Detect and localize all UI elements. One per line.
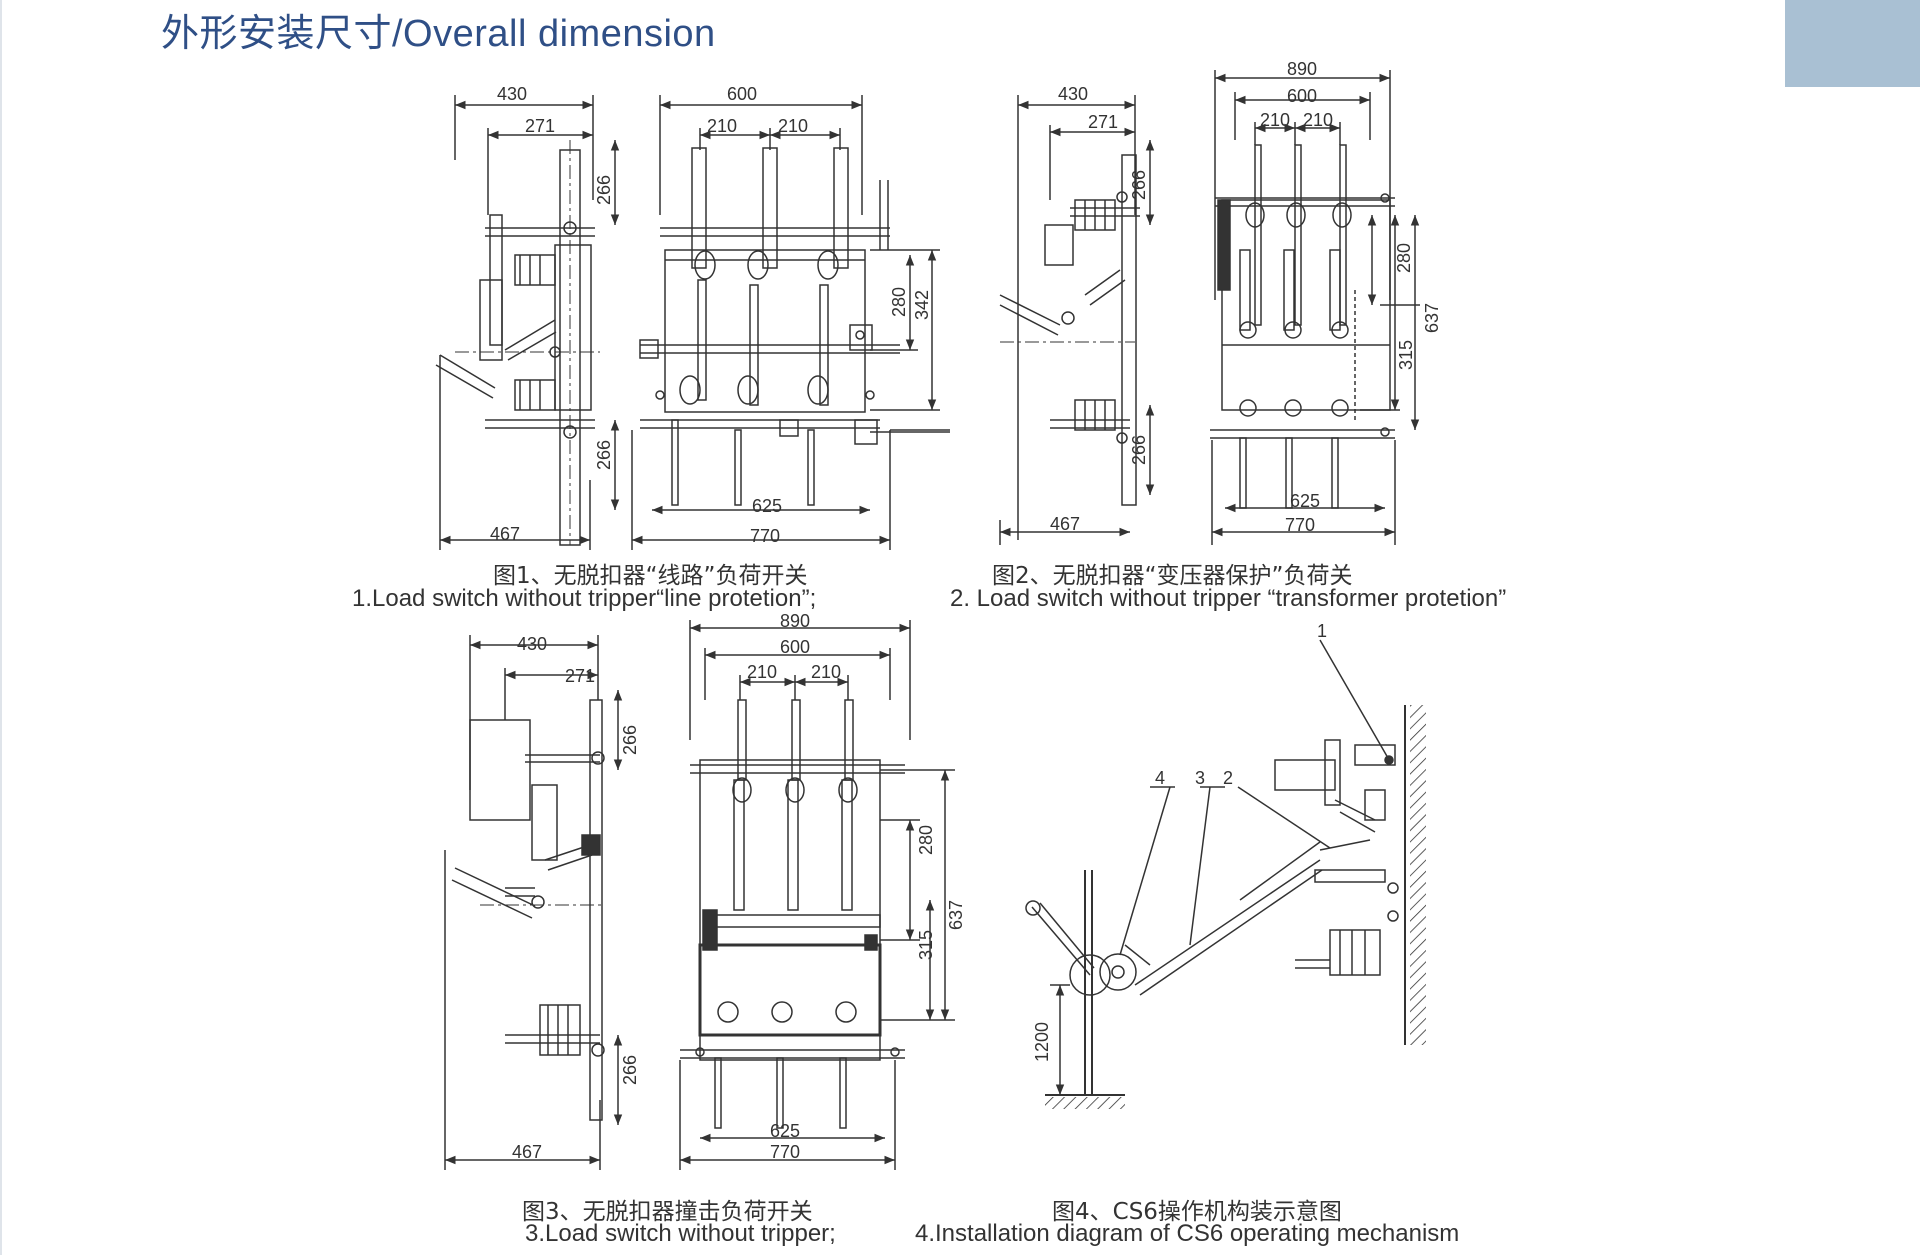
fig3-dim-770: 770	[770, 1142, 800, 1162]
fig2-dim-315: 315	[1396, 340, 1416, 370]
fig3-dim-315: 315	[916, 930, 936, 960]
fig1-caption-en: 1.Load switch without tripper“line prote…	[352, 585, 817, 612]
fig2-dim-890: 890	[1287, 59, 1317, 79]
page-title: 外形安装尺寸/Overall dimension	[161, 13, 716, 55]
fig3-dim-600: 600	[780, 637, 810, 657]
fig1-drawing	[435, 95, 950, 550]
fig4-label-4: 4	[1155, 768, 1165, 788]
fig2-drawing	[999, 70, 1420, 545]
fig1-dim-271: 271	[525, 116, 555, 136]
fig1-dim-210-a: 210	[707, 116, 737, 136]
fig3-caption-cn: 图3、无脱扣器撞击负荷开关	[522, 1199, 813, 1225]
fig4-label-1: 1	[1317, 621, 1327, 641]
fig2-dim-266-top: 266	[1129, 170, 1149, 200]
fig4-label-3: 3	[1195, 768, 1205, 788]
fig2-dim-210-b: 210	[1303, 110, 1333, 130]
fig4-dim-1200: 1200	[1032, 1022, 1052, 1062]
fig3-dim-266-top: 266	[620, 725, 640, 755]
fig3-caption-en: 3.Load switch without tripper;	[525, 1220, 836, 1247]
fig3-dim-280: 280	[916, 825, 936, 855]
fig1-dim-600: 600	[727, 84, 757, 104]
fig2-caption-en: 2. Load switch without tripper “transfor…	[950, 585, 1507, 612]
fig3-drawing	[444, 620, 955, 1170]
fig4-label-2: 2	[1223, 768, 1233, 788]
page-left-border	[0, 0, 2, 1255]
fig2-dim-430: 430	[1058, 84, 1088, 104]
fig1-dim-210-b: 210	[778, 116, 808, 136]
fig2-dim-271: 271	[1088, 112, 1118, 132]
fig1-dim-430: 430	[497, 84, 527, 104]
fig2-dim-600: 600	[1287, 86, 1317, 106]
fig3-dim-890: 890	[780, 611, 810, 631]
fig3-dim-637: 637	[946, 900, 966, 930]
fig1-dim-342: 342	[912, 290, 932, 320]
fig2-dim-770: 770	[1285, 515, 1315, 535]
fig4-drawing	[1025, 639, 1426, 1109]
fig2-dim-637: 637	[1422, 303, 1442, 333]
fig3-dim-271: 271	[565, 666, 595, 686]
fig1-dim-266-top: 266	[594, 175, 614, 205]
fig3-dim-430: 430	[517, 634, 547, 654]
fig3-dim-467: 467	[512, 1142, 542, 1162]
fig2-dim-467: 467	[1050, 514, 1080, 534]
fig4-caption-cn: 图4、CS6操作机构装示意图	[1052, 1199, 1342, 1225]
fig1-dim-266-bottom: 266	[594, 440, 614, 470]
fig1-dim-770: 770	[750, 526, 780, 546]
corner-tab	[1785, 0, 1920, 87]
fig3-dim-625: 625	[770, 1121, 800, 1141]
fig2-dim-210-a: 210	[1260, 110, 1290, 130]
fig3-dim-266-bottom: 266	[620, 1055, 640, 1085]
fig3-dim-210-a: 210	[747, 662, 777, 682]
fig1-dim-280: 280	[889, 287, 909, 317]
fig2-dim-266-bottom: 266	[1129, 435, 1149, 465]
fig3-dim-210-b: 210	[811, 662, 841, 682]
fig2-dim-280: 280	[1394, 243, 1414, 273]
fig1-dim-625: 625	[752, 496, 782, 516]
fig2-caption-cn: 图2、无脱扣器“变压器保护”负荷关	[992, 563, 1353, 589]
fig1-caption-cn: 图1、无脱扣器“线路”负荷开关	[493, 563, 808, 589]
fig4-caption-en: 4.Installation diagram of CS6 operating …	[915, 1220, 1460, 1247]
fig1-dim-467: 467	[490, 524, 520, 544]
fig2-dim-625: 625	[1290, 491, 1320, 511]
